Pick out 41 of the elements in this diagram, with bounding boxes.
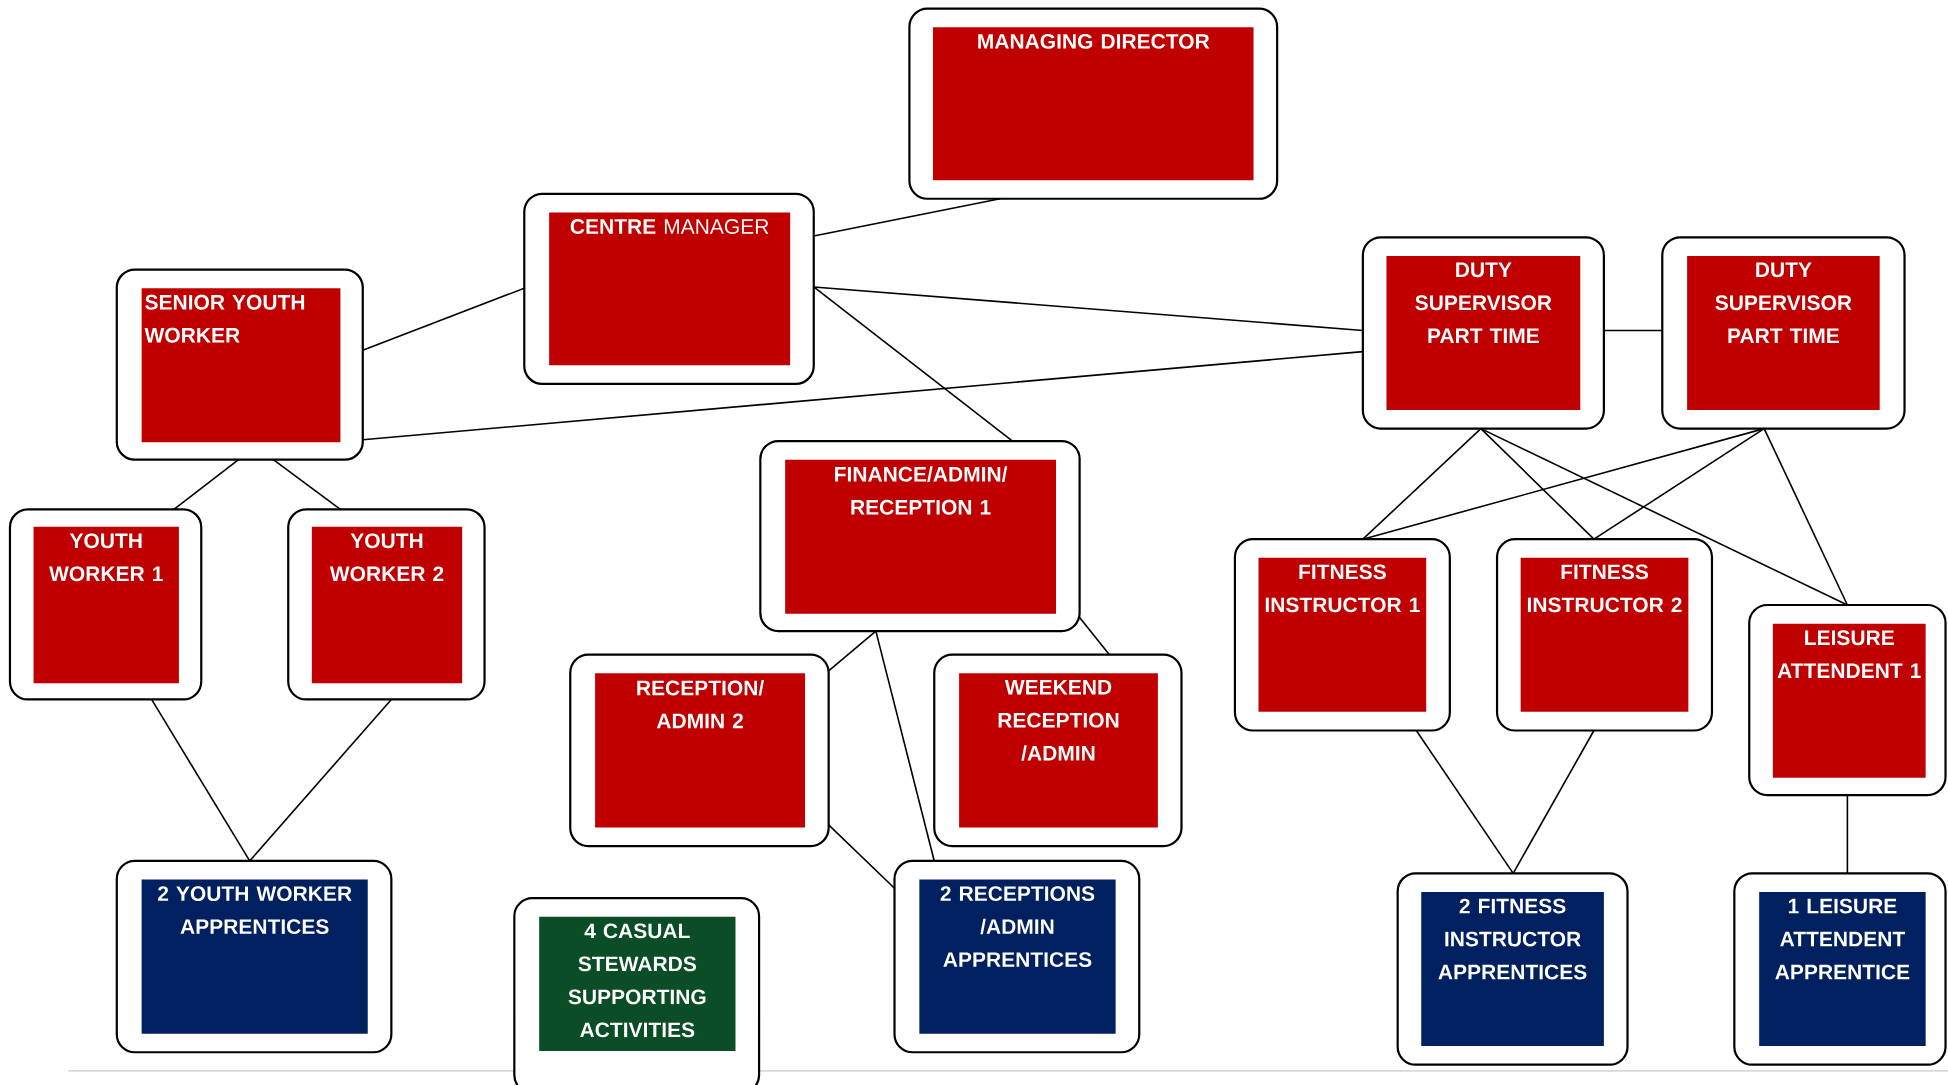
connector-line [173,458,240,511]
org-box: 1 LEISURE ATTENDENT APPRENTICE [1733,872,1947,1066]
connector-line [812,286,1014,442]
connector-line [361,287,526,352]
org-box: MANAGING DIRECTOR [908,7,1279,200]
connector-line [361,350,1364,441]
connector-line [1846,794,1849,875]
org-box: 4 CASUAL STEWARDS SUPPORTING ACTIVITIES [513,897,761,1085]
connector-line [1763,427,1849,606]
connector-line [1415,729,1514,875]
connector-line [248,698,393,862]
connector-line [150,698,251,862]
org-box: 2 FITNESS INSTRUCTOR APPRENTICES [1396,872,1629,1066]
org-box: DUTY SUPERVISOR PART TIME [1661,236,1906,430]
connector-line [1480,427,1595,540]
org-box: FINANCE/ADMIN/ RECEPTION 1 [759,439,1081,633]
connector-line [827,824,896,890]
connector-line [1362,427,1765,540]
org-box: FITNESS INSTRUCTOR 1 [1233,538,1451,732]
connector-line [875,630,936,862]
connector-line [1078,616,1111,656]
org-box: RECEPTION/ ADMIN 2 [569,653,830,848]
org-box: DUTY SUPERVISOR PART TIME [1361,236,1605,430]
connector-line [1603,329,1664,332]
org-box: SENIOR YOUTH WORKER [115,268,364,461]
connector-line [1593,427,1765,540]
connector-line [827,630,877,672]
org-box: FITNESS INSTRUCTOR 2 [1495,538,1714,732]
org-box: 2 YOUTH WORKER APPRENTICES [115,859,393,1054]
org-box: LEISURE ATTENDENT 1 [1748,603,1947,797]
org-box: CENTRE MANAGER [523,192,815,385]
connector-line [1480,427,1849,606]
org-box: YOUTH WORKER 2 [287,508,486,701]
org-box: WEEKEND RECEPTION /ADMIN [933,653,1183,848]
org-box: YOUTH WORKER 1 [8,508,203,701]
connector-line [812,286,1364,332]
connector-line [812,197,1001,237]
org-box: 2 RECEPTIONS /ADMIN APPRENTICES [893,859,1141,1054]
connector-line [272,458,342,511]
connector-line [1362,427,1482,540]
connector-line [1512,729,1595,875]
